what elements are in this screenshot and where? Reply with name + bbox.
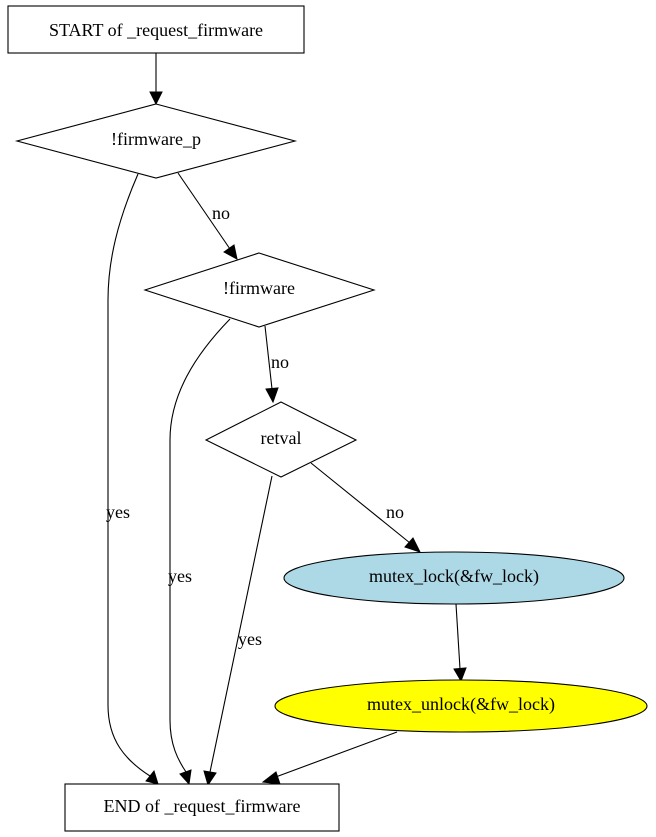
start-node: START of _request_firmware <box>7 5 305 54</box>
edge-label-firmware-p-no: no <box>212 203 230 223</box>
retval-decision: retval <box>204 401 358 478</box>
firmware-decision: !firmware <box>143 252 376 328</box>
edge-label-firmware-no: no <box>271 352 289 372</box>
firmware-p-decision: !firmware_p <box>14 103 298 179</box>
edge-label-firmware-yes: yes <box>168 566 192 586</box>
edge-label-retval-yes: yes <box>238 629 262 649</box>
firmware-p-decision-label: !firmware_p <box>111 129 201 149</box>
edge-start-to-firmware-p <box>149 53 163 106</box>
mutex-lock-node-label: mutex_lock(&fw_lock) <box>369 566 539 587</box>
end-node: END of _request_firmware <box>64 783 340 832</box>
mutex-lock-node: mutex_lock(&fw_lock) <box>283 551 625 605</box>
firmware-decision-label: !firmware <box>223 278 295 298</box>
start-node-label: START of _request_firmware <box>49 20 263 40</box>
mutex-unlock-node-label: mutex_unlock(&fw_lock) <box>367 694 555 715</box>
edge-firmware-no: no <box>264 325 289 404</box>
retval-decision-label: retval <box>261 428 302 448</box>
edge-label-firmware-p-yes: yes <box>106 502 130 522</box>
edge-unlock-to-end <box>261 731 398 785</box>
end-node-label: END of _request_firmware <box>104 796 301 816</box>
edge-firmware-p-no: no <box>177 172 238 260</box>
edge-label-retval-no: no <box>386 502 404 522</box>
edge-firmware-yes: yes <box>168 318 231 786</box>
edge-retval-yes: yes <box>203 475 273 787</box>
edge-retval-no: no <box>310 462 421 553</box>
edge-firmware-p-yes: yes <box>106 173 159 785</box>
mutex-unlock-node: mutex_unlock(&fw_lock) <box>274 679 648 733</box>
edge-lock-to-unlock <box>453 603 467 683</box>
